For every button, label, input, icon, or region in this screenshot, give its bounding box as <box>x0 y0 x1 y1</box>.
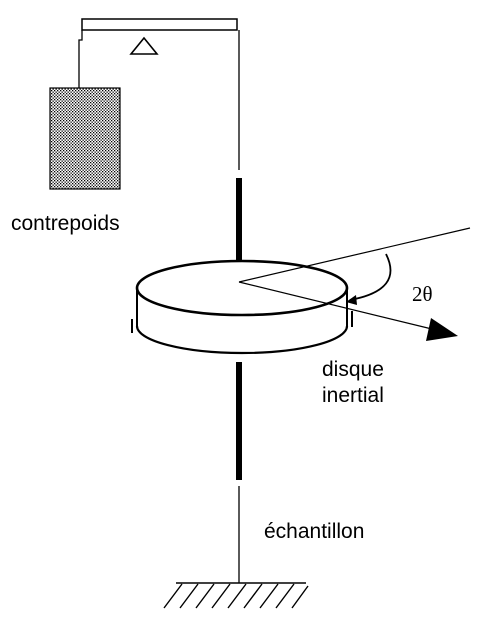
counterweight-wire <box>78 30 83 88</box>
ground-hatching <box>163 582 309 609</box>
balance-beam <box>81 18 238 31</box>
counterweight-label: contrepoids <box>11 212 120 235</box>
counterweight-block <box>49 87 121 190</box>
arrow-head <box>426 318 458 341</box>
angle-arc-arrow <box>346 295 357 305</box>
reflected-ray <box>238 281 437 331</box>
angle-label: 2θ <box>412 282 433 306</box>
sample-label: échantillon <box>264 520 364 543</box>
lower-rod <box>236 362 242 480</box>
inertial-disk <box>131 259 353 355</box>
incident-ray <box>238 227 471 283</box>
disk-label-line1: disque <box>322 358 384 381</box>
angle-arc <box>349 253 392 301</box>
upper-rod <box>236 178 242 292</box>
disk-label-line2: inertial <box>322 384 384 407</box>
fulcrum-triangle <box>129 36 159 55</box>
